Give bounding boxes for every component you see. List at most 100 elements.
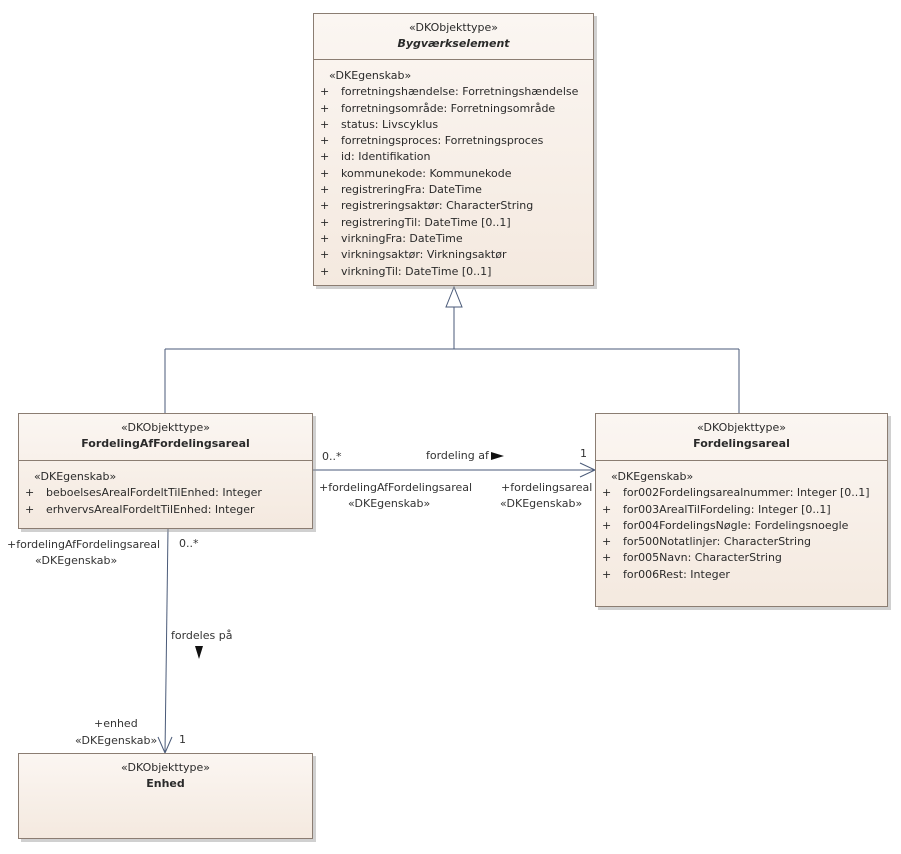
visibility-marker: + [320,134,330,148]
attribute-row[interactable]: + virkningsaktør: Virkningsaktør [320,247,587,263]
visibility-marker: + [602,567,612,581]
attribute-text: registreringTil: DateTime [0..1] [341,215,511,229]
visibility-marker: + [320,183,330,197]
class-header: «DKObjekttype» FordelingAfFordelingsarea… [19,414,312,461]
attribute-text: for003ArealTilFordeling: Integer [0..1] [623,502,831,516]
association-fordeles-paa[interactable] [157,528,173,755]
source-role-stereotype: «DKEgenskab» [348,497,431,510]
attribute-row[interactable]: + for006Rest: Integer [602,567,881,583]
attribute-text: status: Livscyklus [341,117,439,131]
source-role: +fordelingAfFordelingsareal [319,481,473,494]
visibility-marker: + [320,166,330,180]
attribute-group-stereotype: «DKEgenskab» [611,470,694,483]
visibility-marker: + [602,486,612,500]
association-name[interactable]: fordeling af [426,449,489,462]
attribute-row[interactable]: +forretningshændelse: Forretningshændels… [320,84,587,100]
visibility-marker: + [320,199,330,213]
class-enhed[interactable]: «DKObjekttype» Enhed [18,753,313,839]
target-role: +enhed [94,717,138,730]
source-multiplicity: 0..* [179,537,199,550]
class-header: «DKObjekttype» Enhed [19,754,312,801]
attribute-row[interactable]: + for004FordelingsNøgle: Fordelingsnoegle [602,518,881,534]
attribute-group-stereotype: «DKEgenskab» [34,470,117,483]
attribute-row[interactable]: + forretningsproces: Forretningsproces [320,133,587,149]
source-role-stereotype: «DKEgenskab» [35,554,118,567]
target-multiplicity: 1 [580,447,587,460]
target-role-stereotype: «DKEgenskab» [500,497,583,510]
source-role: +fordelingAfFordelingsareal [7,538,161,551]
attribute-group-stereotype: «DKEgenskab» [329,69,412,82]
visibility-marker: + [25,502,35,516]
visibility-marker: + [320,85,330,99]
attribute-row[interactable]: + for002Fordelingsarealnummer: Integer [0… [602,485,881,501]
class-name: Fordelingsareal [693,437,790,450]
attribute-text: for002Fordelingsarealnummer: Integer [0.… [623,486,870,500]
attribute-text: virkningTil: DateTime [0..1] [341,264,492,278]
attribute-row[interactable]: + forretningsområde: Forretningsområde [320,101,587,117]
visibility-marker: + [602,502,612,516]
attribute-compartment: «DKEgenskab» +forretningshændelse: Forre… [314,60,593,284]
attribute-row[interactable]: + erhvervsArealFordeltTilEnhed: Integer [25,502,306,518]
attribute-text: id: Identifikation [341,150,431,164]
visibility-marker: + [320,231,330,245]
attribute-row[interactable]: + virkningTil: DateTime [0..1] [320,264,587,280]
class-stereotype: «DKObjekttype» [120,421,211,434]
attribute-text: virkningFra: DateTime [341,231,463,245]
attribute-text: for005Navn: CharacterString [623,551,782,565]
association-direction-marker [491,452,504,460]
attribute-row[interactable]: + for003ArealTilFordeling: Integer [0..1] [602,502,881,518]
attribute-text: registreringFra: DateTime [341,183,482,197]
attribute-row[interactable]: + id: Identifikation [320,149,587,165]
class-name: Enhed [146,777,185,790]
attribute-text: beboelsesArealFordeltTilEnhed: Integer [46,486,262,500]
attribute-compartment: «DKEgenskab» + beboelsesArealFordeltTilEn… [19,461,312,522]
class-fordelingaffordelingsareal[interactable]: «DKObjekttype» FordelingAfFordelingsarea… [18,413,313,529]
attribute-row[interactable]: + registreringsaktør: CharacterString [320,198,587,214]
attribute-text: virkningsaktør: Virkningsaktør [341,248,507,262]
generalization-connector[interactable] [164,285,740,413]
class-name: FordelingAfFordelingsareal [81,437,250,450]
attribute-row[interactable]: + for500Notatlinjer: CharacterString [602,534,881,550]
visibility-marker: + [320,215,330,229]
attribute-row[interactable]: + kommunekode: Kommunekode [320,166,587,182]
visibility-marker: + [320,117,330,131]
association-name[interactable]: fordeles på [171,629,233,642]
visibility-marker: + [25,486,35,500]
association-fordeling-af[interactable] [313,462,597,478]
attribute-text: forretningsområde: Forretningsområde [341,101,556,115]
visibility-marker: + [602,518,612,532]
class-stereotype: «DKObjekttype» [696,421,787,434]
attribute-text: forretningsproces: Forretningsproces [341,134,544,148]
attribute-row[interactable]: + for005Navn: CharacterString [602,550,881,566]
source-multiplicity: 0..* [322,450,342,463]
association-direction-marker [195,646,203,659]
attribute-text: for006Rest: Integer [623,567,730,581]
visibility-marker: + [320,150,330,164]
attribute-row[interactable]: + status: Livscyklus [320,117,587,133]
visibility-marker: + [320,264,330,278]
attribute-row[interactable]: + virkningFra: DateTime [320,231,587,247]
attribute-text: erhvervsArealFordeltTilEnhed: Integer [46,502,255,516]
visibility-marker: + [320,248,330,262]
target-role: +fordelingsareal [501,481,593,494]
attribute-text: registreringsaktør: CharacterString [341,199,534,213]
generalization-arrowhead [445,285,463,308]
attribute-row[interactable]: + registreringFra: DateTime [320,182,587,198]
visibility-marker: + [320,101,330,115]
class-header: «DKObjekttype» Fordelingsareal [596,414,887,461]
class-stereotype: «DKObjekttype» [120,761,211,774]
visibility-marker: + [602,535,612,549]
class-header: «DKObjekttype» Bygværkselement [314,14,593,60]
attribute-text: for500Notatlinjer: CharacterString [623,535,812,549]
attribute-text: for004FordelingsNøgle: Fordelingsnoegle [623,518,849,532]
visibility-marker: + [602,551,612,565]
class-fordelingsareal[interactable]: «DKObjekttype» Fordelingsareal «DKEgensk… [595,413,888,607]
attribute-text: kommunekode: Kommunekode [341,166,512,180]
class-bygvaerkselement[interactable]: «DKObjekttype» Bygværkselement «DKEgensk… [313,13,594,286]
attribute-row[interactable]: + beboelsesArealFordeltTilEnhed: Integer [25,485,306,501]
target-role-stereotype: «DKEgenskab» [75,734,158,747]
class-name: Bygværkselement [397,37,510,50]
attribute-row[interactable]: + registreringTil: DateTime [0..1] [320,215,587,231]
target-multiplicity: 1 [179,733,186,746]
